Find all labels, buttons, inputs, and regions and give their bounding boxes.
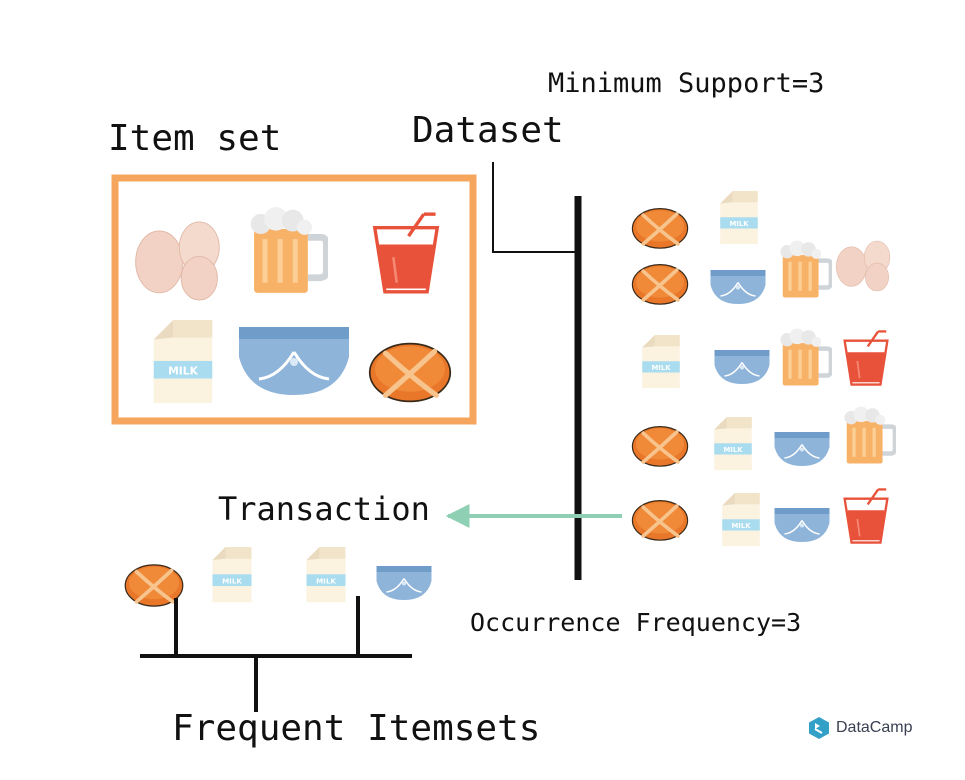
milk-icon <box>720 191 758 245</box>
milk-icon <box>722 493 760 547</box>
frequent-itemsets-bracket <box>140 596 412 712</box>
brand-logo: DataCamp <box>808 716 912 740</box>
diaper-icon <box>773 431 831 467</box>
frequent-itemsets-label: Frequent Itemsets <box>172 708 541 749</box>
juice-icon <box>843 488 889 544</box>
milk-icon <box>714 417 752 471</box>
diaper-icon <box>773 507 831 543</box>
transaction-label: Transaction <box>218 490 430 528</box>
transaction-row <box>632 240 891 305</box>
item-set-icons <box>135 207 451 403</box>
transaction-row <box>632 406 894 471</box>
milk-icon <box>153 320 213 403</box>
transaction-row <box>642 328 889 389</box>
diaper-icon <box>237 325 351 397</box>
dataset-connector-line <box>492 162 578 253</box>
beer-icon <box>780 328 830 385</box>
juice-icon <box>843 330 889 386</box>
minimum-support-label: Minimum Support=3 <box>548 68 825 99</box>
occurrence-frequency-label: Occurrence Frequency=3 <box>470 608 802 637</box>
beer-icon <box>780 240 830 297</box>
bread-icon <box>632 427 687 467</box>
bread-icon <box>632 265 687 305</box>
transaction-row <box>632 191 758 249</box>
eggs-icon <box>835 240 891 292</box>
bread-icon <box>632 501 687 541</box>
transaction-row <box>632 488 889 547</box>
beer-icon <box>844 406 894 463</box>
item-set-title: Item set <box>108 118 282 159</box>
diaper-icon <box>375 565 433 601</box>
eggs-icon <box>135 221 220 301</box>
milk-icon <box>212 547 252 603</box>
frequent-itemset <box>306 547 433 603</box>
bread-icon <box>632 209 687 249</box>
diaper-icon <box>713 349 771 385</box>
beer-icon <box>251 207 327 293</box>
dataset-title: Dataset <box>412 110 564 151</box>
brand-name: DataCamp <box>836 719 913 736</box>
milk-icon <box>642 335 680 389</box>
juice-icon <box>372 212 440 294</box>
bread-icon <box>370 344 451 402</box>
milk-icon <box>306 547 346 603</box>
frequent-itemset <box>125 547 252 606</box>
diaper-icon <box>709 269 767 305</box>
datacamp-logo-icon <box>809 717 829 739</box>
item-set-frame <box>111 174 477 425</box>
